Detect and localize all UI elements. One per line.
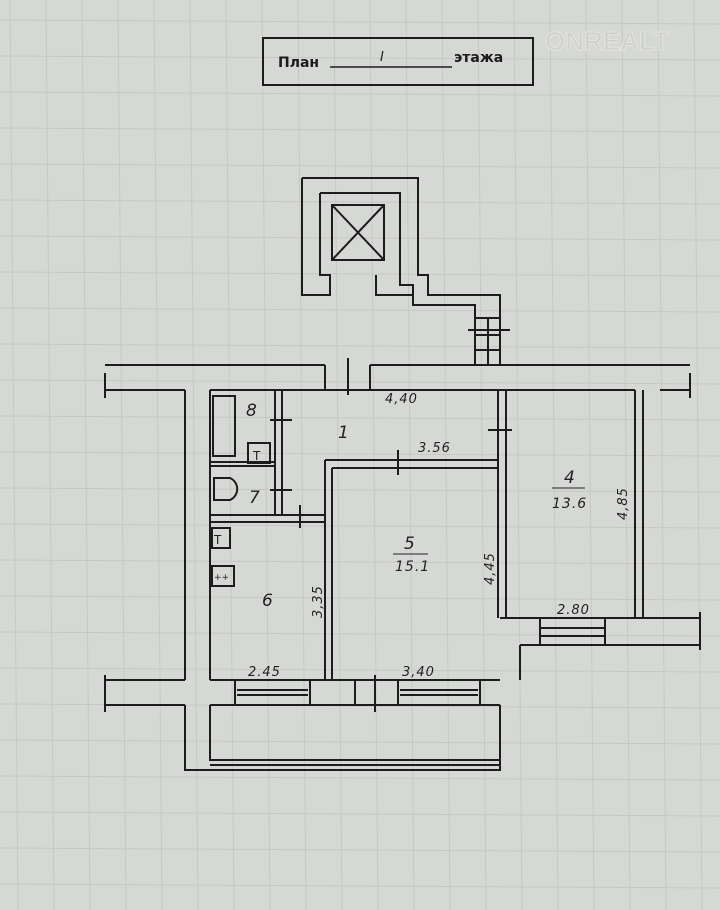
kitchen-sink-symbol: T <box>213 533 222 547</box>
grid-line <box>0 487 720 493</box>
grid-line <box>0 847 720 853</box>
dim-room5-top: 3.56 <box>418 441 451 456</box>
grid-line <box>0 55 720 61</box>
dim-room6-width: 2.45 <box>248 665 281 680</box>
grid-line <box>0 415 720 421</box>
watermark: ONREALT <box>545 26 669 56</box>
room-4-area: 13.6 <box>552 496 587 512</box>
grid-line <box>0 379 720 385</box>
grid-line <box>81 0 91 910</box>
dim-room5-width: 3,40 <box>402 665 435 680</box>
grid-line <box>0 307 720 313</box>
grid-line <box>153 0 163 910</box>
toilet-icon <box>213 477 239 501</box>
grid-line <box>9 0 19 910</box>
grid-line <box>0 559 720 565</box>
grid-line <box>0 271 720 277</box>
grid-line <box>0 667 720 673</box>
walls <box>104 358 701 771</box>
grid-line <box>297 0 307 910</box>
grid-line <box>0 163 720 169</box>
room-7-number: 7 <box>249 488 261 508</box>
grid-line <box>657 0 667 910</box>
svg-text:++: ++ <box>214 573 229 583</box>
room-5-number: 5 <box>404 534 416 554</box>
room-1-number: 1 <box>338 423 350 443</box>
grid-line <box>261 0 271 910</box>
grid-line <box>117 0 127 910</box>
dim-room4-height: 4,85 <box>616 487 631 520</box>
floor-number: I <box>380 50 385 65</box>
grid-line <box>0 631 720 637</box>
grid-line <box>441 0 451 910</box>
grid-line <box>0 451 720 457</box>
grid-line <box>369 0 379 910</box>
grid-line <box>0 199 720 205</box>
dim-room4-width: 2.80 <box>557 603 590 618</box>
grid-line <box>0 91 720 97</box>
dim-corridor: 4,40 <box>385 392 418 407</box>
grid-line <box>189 0 199 910</box>
grid-line <box>0 739 720 745</box>
grid-line <box>0 595 720 601</box>
grid-line <box>693 0 703 910</box>
stove-icon <box>211 565 235 587</box>
bathtub-icon <box>212 395 236 457</box>
kitchen-sink-icon <box>211 527 231 549</box>
shaft <box>301 177 510 365</box>
grid-line <box>405 0 415 910</box>
grid-line <box>0 775 720 781</box>
room-5-area: 15.1 <box>395 559 430 575</box>
title-box: План I этажа <box>262 37 534 86</box>
room-6-number: 6 <box>262 591 274 611</box>
dim-room6-height: 3,35 <box>311 585 326 618</box>
grid-line <box>0 523 720 529</box>
grid-line <box>0 19 720 25</box>
grid-line <box>0 343 720 349</box>
room-4-number: 4 <box>564 468 576 488</box>
grid-line <box>45 0 55 910</box>
sink-icon <box>247 442 271 464</box>
grid-line <box>0 811 720 817</box>
plan-label: План <box>278 55 319 71</box>
grid-line <box>0 235 720 241</box>
floor-suffix: этажа <box>454 50 503 66</box>
grid-line <box>0 127 720 133</box>
grid-line <box>0 883 720 889</box>
dim-room5-height: 4,45 <box>483 552 498 585</box>
grid-line <box>333 0 343 910</box>
room-8-number: 8 <box>246 401 258 421</box>
fixtures: T T ++ <box>211 395 271 587</box>
sink-symbol: T <box>252 449 261 463</box>
